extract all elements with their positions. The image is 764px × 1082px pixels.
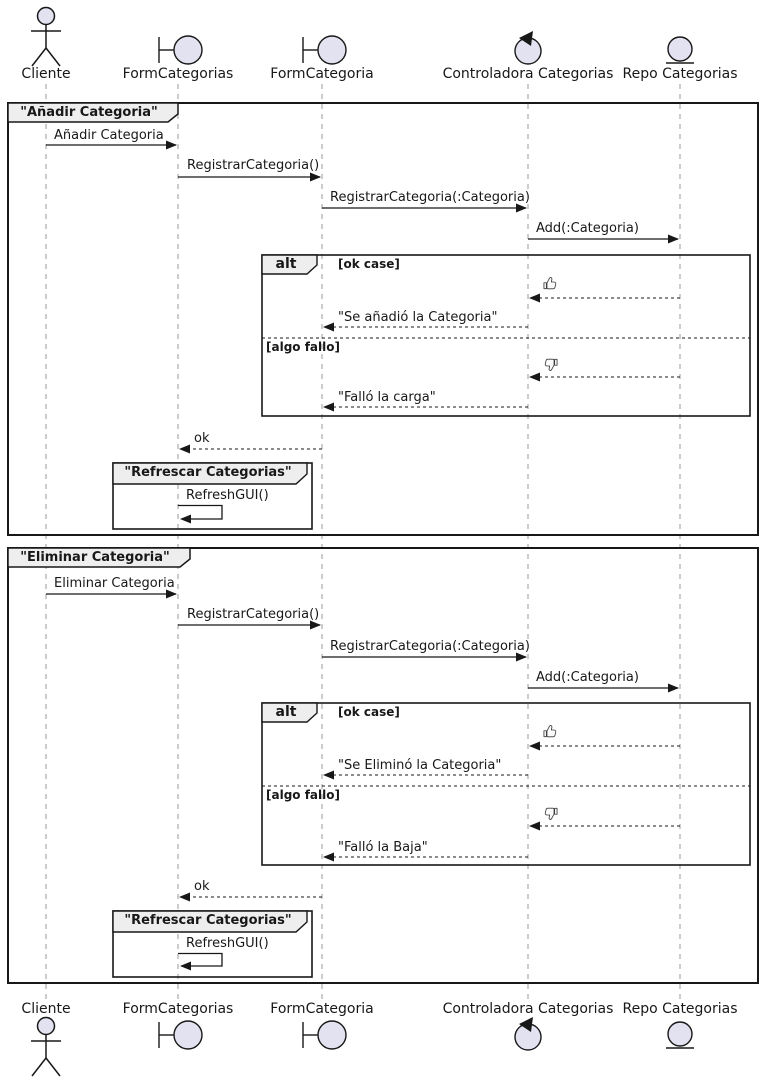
participant-label-formcategorias: FormCategorias	[122, 66, 234, 82]
message-anadir-categoria: Añadir Categoria	[54, 128, 164, 143]
boundary-icon-formcategoria-bottom	[302, 1020, 347, 1050]
arrow-registrar-categoria-param-2	[322, 652, 527, 662]
alt-operator-label: alt	[275, 256, 297, 272]
boundary-icon-formcategoria	[302, 35, 347, 65]
thumbs-up-icon	[543, 725, 557, 738]
guard-algo-fallo-2: [algo fallo]	[266, 788, 340, 802]
frame-title-refrescar: "Refrescar Categorias"	[124, 465, 292, 480]
guard-ok-case: [ok case]	[338, 257, 400, 271]
alt-frame-2	[261, 702, 751, 866]
self-arrow-refreshgui-2	[178, 952, 223, 971]
message-add-categoria-2: Add(:Categoria)	[536, 670, 639, 685]
arrow-return-se-anadio	[323, 322, 528, 332]
message-ok: ok	[194, 431, 210, 446]
entity-icon-repo-bottom	[666, 1021, 694, 1049]
frame-title-anadir: "Añadir Categoria"	[20, 105, 158, 120]
message-add-categoria: Add(:Categoria)	[536, 221, 639, 236]
message-se-elimino: "Se Eliminó la Categoria"	[338, 758, 502, 773]
message-fallo-baja: "Falló la Baja"	[338, 840, 428, 855]
frame-eliminar-categoria	[7, 547, 759, 984]
entity-icon-repo	[666, 36, 694, 64]
message-fallo-carga: "Falló la carga"	[338, 390, 436, 405]
alt-header-pentagon	[261, 254, 318, 275]
control-icon-controladora-bottom	[514, 1017, 542, 1051]
thumbs-down-icon	[544, 358, 558, 371]
arrow-add-categoria	[528, 234, 679, 244]
participant-icons-bottom	[31, 1016, 694, 1077]
message-registrar-categoria: RegistrarCategoria()	[187, 158, 320, 173]
arrow-return-thumbs-down	[529, 372, 680, 382]
arrow-return-se-elimino	[323, 770, 528, 780]
message-refreshgui-2: RefreshGUI()	[186, 936, 269, 951]
arrow-registrar-categoria	[178, 172, 321, 182]
message-registrar-categoria-2: RegistrarCategoria()	[187, 607, 320, 622]
arrow-registrar-categoria-2	[178, 620, 321, 630]
frame-header-pentagon	[7, 547, 191, 568]
boundary-icon-formcategorias	[158, 35, 203, 65]
message-se-anadio: "Se añadió la Categoria"	[338, 310, 498, 325]
alt-header-pentagon	[261, 702, 318, 723]
arrow-add-categoria-2	[528, 683, 679, 693]
arrow-return-thumbs-up	[529, 293, 680, 303]
thumbs-down-icon	[544, 807, 558, 820]
arrow-anadir-categoria	[46, 140, 177, 150]
participant-label-repo-bottom: Repo Categorias	[622, 1001, 738, 1017]
frame-header-pentagon	[112, 462, 308, 485]
guard-ok-case-2: [ok case]	[338, 705, 400, 719]
participant-label-cliente-bottom: Cliente	[21, 1001, 71, 1017]
refrescar-frame-2	[112, 910, 313, 978]
frame-title-refrescar-2: "Refrescar Categorias"	[124, 913, 292, 928]
messages-frame-2	[46, 589, 680, 971]
participant-label-formcategoria: FormCategoria	[270, 66, 374, 82]
alt-frame-1	[261, 254, 751, 417]
message-ok-2: ok	[194, 879, 210, 894]
self-arrow-refreshgui	[178, 504, 223, 524]
messages-frame-1	[46, 140, 680, 524]
actor-icon-cliente	[31, 6, 61, 67]
guard-algo-fallo: [algo fallo]	[266, 340, 340, 354]
participant-label-formcategoria-bottom: FormCategoria	[270, 1001, 374, 1017]
refrescar-frame-1	[112, 462, 313, 530]
message-registrar-categoria-param: RegistrarCategoria(:Categoria)	[330, 190, 530, 205]
participant-label-controladora-bottom: Controladora Categorias	[442, 1001, 614, 1017]
participant-icons-top	[31, 6, 694, 67]
arrow-return-fallo-carga	[323, 402, 528, 412]
participant-label-formcategorias-bottom: FormCategorias	[122, 1001, 234, 1017]
arrow-return-thumbs-up-2	[529, 741, 680, 751]
participant-label-cliente: Cliente	[21, 66, 71, 82]
boundary-icon-formcategorias-bottom	[158, 1020, 203, 1050]
frame-title-eliminar: "Eliminar Categoria"	[20, 550, 170, 565]
frame-anadir-categoria	[7, 102, 759, 536]
message-eliminar-categoria: Eliminar Categoria	[54, 576, 175, 591]
arrow-return-thumbs-down-2	[529, 821, 680, 831]
arrow-return-fallo-baja	[323, 852, 528, 862]
participant-label-repo: Repo Categorias	[622, 66, 738, 82]
arrow-registrar-categoria-param	[322, 203, 527, 213]
arrow-eliminar-categoria	[46, 589, 177, 599]
actor-icon-cliente-bottom	[31, 1016, 61, 1077]
participant-label-controladora: Controladora Categorias	[442, 66, 614, 82]
message-refreshgui: RefreshGUI()	[186, 488, 269, 503]
lifelines	[45, 84, 681, 1001]
alt-operator-label-2: alt	[275, 704, 297, 720]
message-registrar-categoria-param-2: RegistrarCategoria(:Categoria)	[330, 639, 530, 654]
control-icon-controladora	[514, 31, 542, 65]
arrow-return-ok	[179, 444, 322, 454]
thumbs-up-icon	[543, 277, 557, 290]
arrow-return-ok-2	[179, 892, 322, 902]
frame-header-pentagon	[112, 910, 308, 933]
frame-header-pentagon	[7, 102, 179, 123]
